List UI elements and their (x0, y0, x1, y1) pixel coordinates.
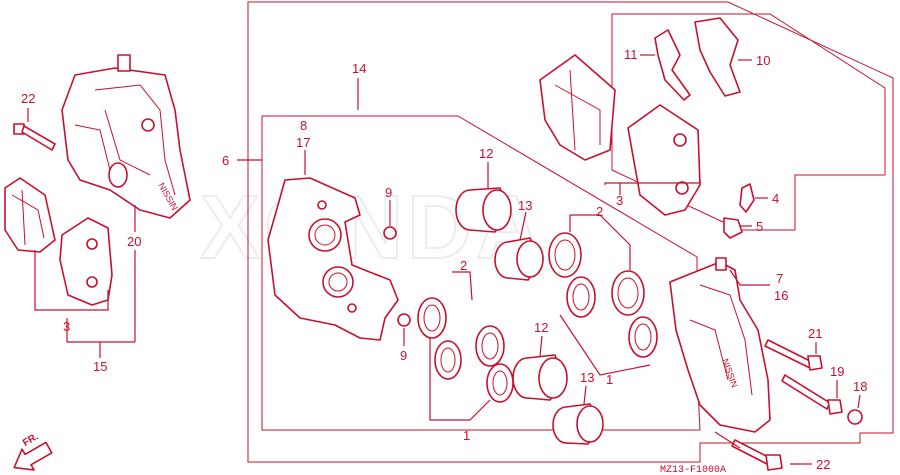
seal-ring-set (417, 232, 658, 403)
brake-pad-left-a (4, 177, 56, 253)
pad-pin-4 (739, 183, 755, 213)
callout-10: 10 (756, 53, 770, 68)
callout-2-upper: 2 (596, 204, 603, 219)
bleeder-cap-9-lower (397, 313, 411, 327)
drawing-code: MZ13-F1000A (660, 465, 726, 475)
piston-12-lower (512, 354, 568, 401)
callout-8: 8 (300, 118, 307, 133)
pad-retainer-10 (694, 17, 741, 97)
callout-13-lower: 13 (580, 370, 594, 385)
callout-19: 19 (830, 364, 844, 379)
callout-20: 20 (127, 234, 141, 249)
callout-17: 17 (296, 135, 310, 150)
callout-16: 16 (774, 288, 788, 303)
callout-14: 14 (352, 61, 366, 76)
brake-pad-right-a (539, 54, 616, 161)
bolt-22-right (731, 439, 783, 471)
bolt-22-left (13, 123, 56, 151)
callout-6: 6 (222, 153, 229, 168)
piston-13-upper (494, 237, 544, 281)
callout-2-lower: 2 (460, 258, 467, 273)
brake-pad-right-b (627, 104, 701, 216)
callout-11: 11 (624, 47, 638, 62)
callout-9-lower: 9 (400, 348, 407, 363)
callout-15: 15 (93, 359, 107, 374)
brake-pad-left-b (59, 217, 113, 306)
bolt-19 (781, 374, 843, 415)
plug-18 (847, 409, 863, 425)
pad-spring-11 (654, 29, 691, 101)
callout-22-right: 22 (816, 457, 830, 472)
callout-22-left: 22 (21, 91, 35, 106)
bleeder-cap-9-upper (383, 226, 397, 240)
caliper-half-outer: NISSIN (669, 257, 771, 433)
caliper-half-inner (267, 177, 399, 341)
front-direction-arrow: FR. (13, 431, 53, 471)
piston-12-upper (455, 187, 512, 233)
callout-1-upper: 1 (606, 372, 613, 387)
bolt-21 (764, 339, 823, 371)
callout-9-upper: 9 (385, 185, 392, 200)
callout-5: 5 (756, 219, 763, 234)
callout-4: 4 (772, 191, 779, 206)
callout-3-left: 3 (63, 319, 70, 334)
callout-3-right: 3 (616, 193, 623, 208)
callout-21: 21 (808, 326, 822, 341)
callout-1-lower: 1 (463, 428, 470, 443)
callout-18: 18 (853, 379, 867, 394)
callout-12-lower: 12 (534, 320, 548, 335)
piston-13-lower (552, 403, 604, 445)
callout-12-upper: 12 (479, 146, 493, 161)
leader-lines (27, 54, 861, 465)
pin-clip-5 (723, 217, 743, 239)
callout-7: 7 (776, 271, 783, 286)
callout-13-upper: 13 (518, 198, 532, 213)
caliper-assembly-left: NISSIN (61, 54, 191, 219)
